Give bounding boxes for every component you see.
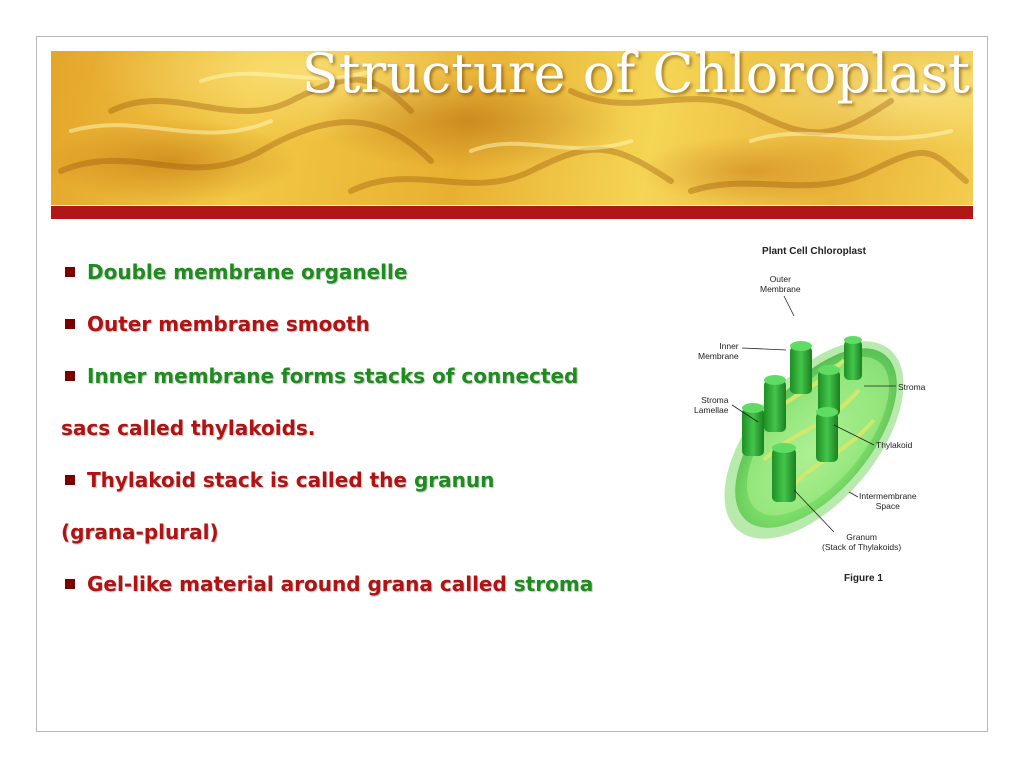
granum-stacks	[742, 336, 862, 502]
label-granum: Granum (Stack of Thylakoids)	[822, 532, 902, 552]
bullet-item: Outer membrane smooth	[61, 312, 370, 336]
bullet-square-icon	[65, 475, 75, 485]
bullet-text: Outer membrane smooth	[87, 312, 370, 336]
bullet-item: Inner membrane forms stacks of connected	[61, 364, 578, 388]
label-intermembrane-space: Intermembrane Space	[859, 491, 917, 511]
bullet-item: Gel-like material around grana called st…	[61, 572, 593, 596]
label-leader-lines	[731, 295, 896, 533]
bullet-square-icon	[65, 579, 75, 589]
bullet-continuation: sacs called thylakoids.	[61, 416, 316, 440]
label-stroma: Stroma	[898, 382, 926, 392]
chloroplast-diagram: Plant Cell Chloroplast	[694, 240, 934, 590]
bullet-square-icon	[65, 267, 75, 277]
label-thylakoid: Thylakoid	[876, 440, 913, 450]
bullet-text: Gel-like material around grana called	[87, 572, 514, 596]
bullet-text: Inner membrane forms stacks of connected	[87, 364, 579, 388]
banner-texture	[58, 69, 969, 194]
bullet-square-icon	[65, 319, 75, 329]
bullet-continuation: (grana-plural)	[61, 520, 219, 544]
bullet-highlight-text: stroma	[513, 572, 594, 596]
bullet-text: Double membrane organelle	[87, 260, 408, 284]
chloroplast-illustration	[724, 295, 904, 539]
bullet-item: Thylakoid stack is called the granun	[61, 468, 494, 492]
bullet-highlight-text: granun	[413, 468, 495, 492]
label-stroma-lamellae: Stroma Lamellae	[694, 395, 729, 415]
slide-title: Structure of Chloroplast	[301, 42, 970, 105]
title-banner	[51, 51, 973, 205]
figure-caption: Figure 1	[844, 573, 883, 584]
bullet-item: Double membrane organelle	[61, 260, 407, 284]
bullet-square-icon	[65, 371, 75, 381]
label-inner-membrane: Inner Membrane	[698, 341, 739, 361]
bullet-text: Thylakoid stack is called the	[87, 468, 414, 492]
label-outer-membrane: Outer Membrane	[760, 274, 801, 294]
diagram-title: Plant Cell Chloroplast	[762, 246, 866, 257]
title-underline-bar	[51, 206, 973, 219]
